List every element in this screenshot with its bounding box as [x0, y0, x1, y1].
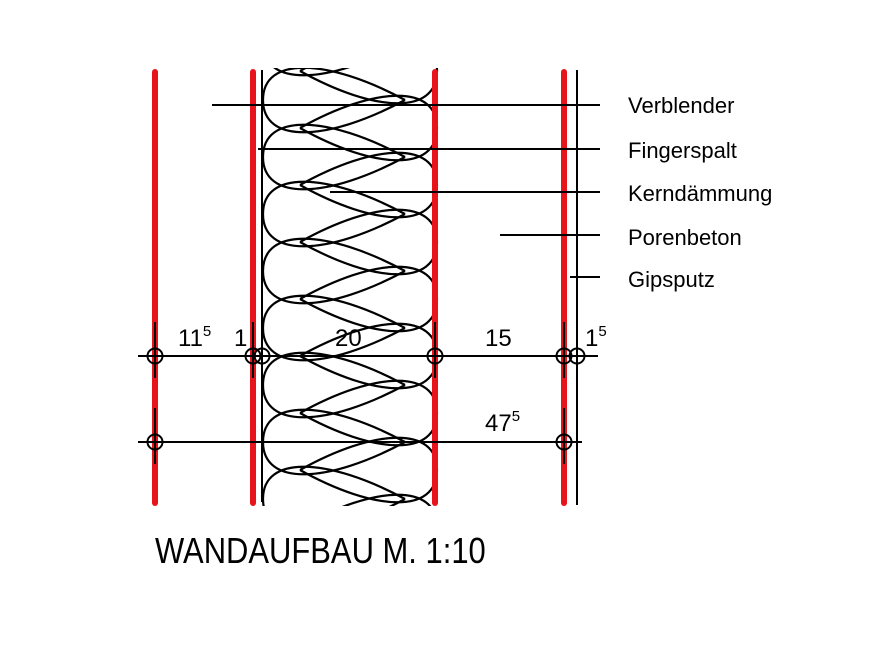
drawing-title: WANDAUFBAU M. 1:10 — [155, 532, 486, 572]
insulation-loop-left — [261, 465, 406, 506]
dimension-labels: 115 1 20 15 15 475 — [178, 323, 607, 437]
dim-total: 475 — [485, 408, 520, 437]
insulation-loop-left — [261, 123, 406, 191]
dim-porenbeton: 15 — [485, 325, 512, 352]
label-verblender: Verblender — [628, 93, 734, 118]
dim-verblender: 115 — [178, 323, 211, 352]
dimension-line-layers — [138, 322, 598, 464]
insulation-loop-right — [299, 436, 439, 504]
insulation-loop-right — [299, 379, 439, 447]
dim-kerndaemmung: 20 — [335, 325, 362, 352]
label-kerndaemmung: Kerndämmung — [628, 181, 772, 206]
dim-fingerspalt: 1 — [234, 325, 247, 352]
insulation-loop-right — [299, 68, 439, 105]
insulation-loop-left — [261, 237, 406, 305]
insulation-loop-right — [299, 208, 439, 276]
insulation-loop-left — [261, 68, 406, 134]
insulation-loop-right — [299, 265, 439, 333]
label-fingerspalt: Fingerspalt — [628, 138, 737, 163]
label-porenbeton: Porenbeton — [628, 225, 742, 250]
leader-lines — [212, 104, 600, 278]
insulation-loop-left — [261, 351, 406, 419]
label-gipsputz: Gipsputz — [628, 267, 715, 292]
insulation-loop-left — [273, 68, 350, 77]
layer-labels: Verblender Fingerspalt Kerndämmung Poren… — [628, 93, 772, 292]
insulation-loop-right — [342, 493, 432, 506]
wall-boundary-lines — [152, 69, 578, 506]
dim-gipsputz: 15 — [585, 323, 607, 352]
insulation-hatch — [261, 68, 439, 506]
insulation-loop-left — [261, 294, 406, 362]
insulation-loop-right — [299, 151, 439, 219]
